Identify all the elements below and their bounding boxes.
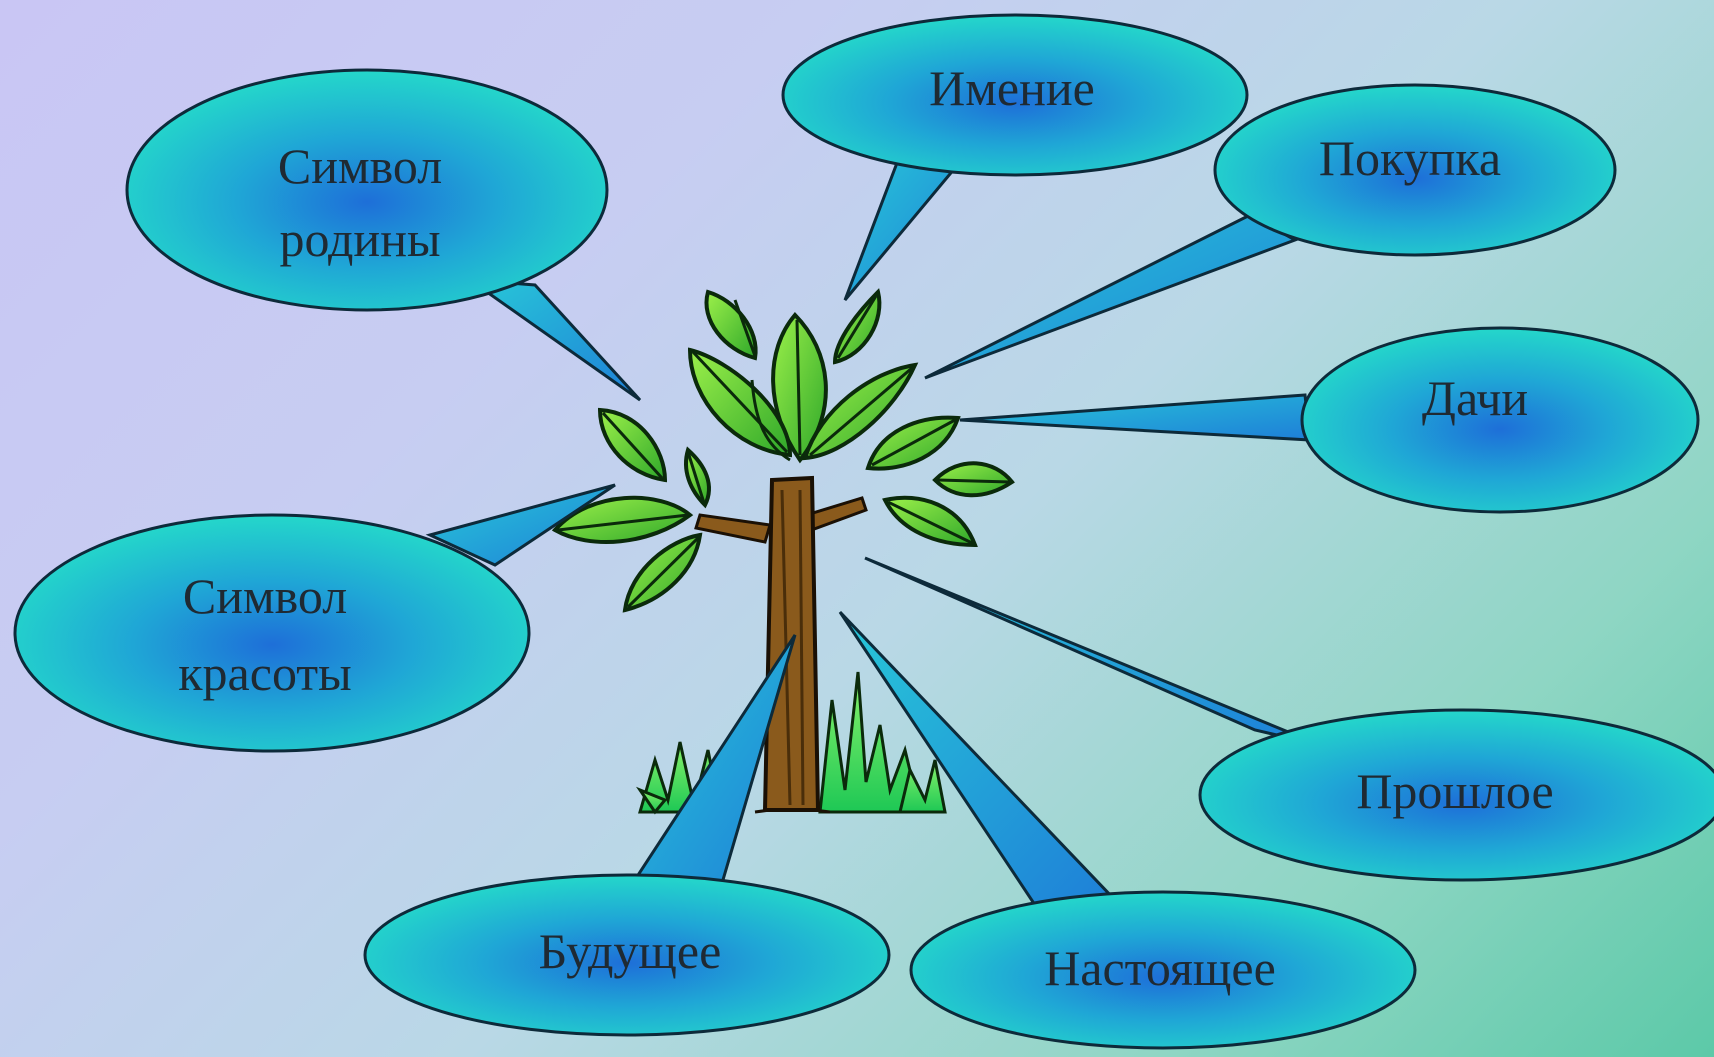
label-dachi: Дачи [1422,370,1528,426]
label-simvol-rodiny-line1: Символ [278,138,442,194]
bubble-nastoyashchee: Настоящее [838,610,1417,1050]
label-simvol-krasoty-line1: Символ [183,568,347,624]
bubble-pokupka: Покупка [924,83,1617,380]
leaves [551,288,1015,613]
bubble-simvol-rodiny: Символ родины [125,68,642,402]
bubble-imenie: Имение [781,13,1249,301]
label-budushchee: Будущее [539,923,722,979]
bubble-dachi: Дачи [959,326,1700,514]
label-imenie: Имение [929,60,1095,116]
bubble-budushchee: Будущее [363,634,891,1037]
label-nastoyashchee: Настоящее [1044,940,1276,996]
label-simvol-rodiny-line2: родины [279,211,440,267]
bubble-proshloe: Прошлое [864,556,1714,882]
bubble-simvol-krasoty: Символ красоты [13,483,616,753]
tree-illustration [551,288,1015,815]
label-pokupka: Покупка [1319,130,1501,186]
label-proshloe: Прошлое [1356,763,1553,819]
label-simvol-krasoty-line2: красоты [178,645,351,701]
